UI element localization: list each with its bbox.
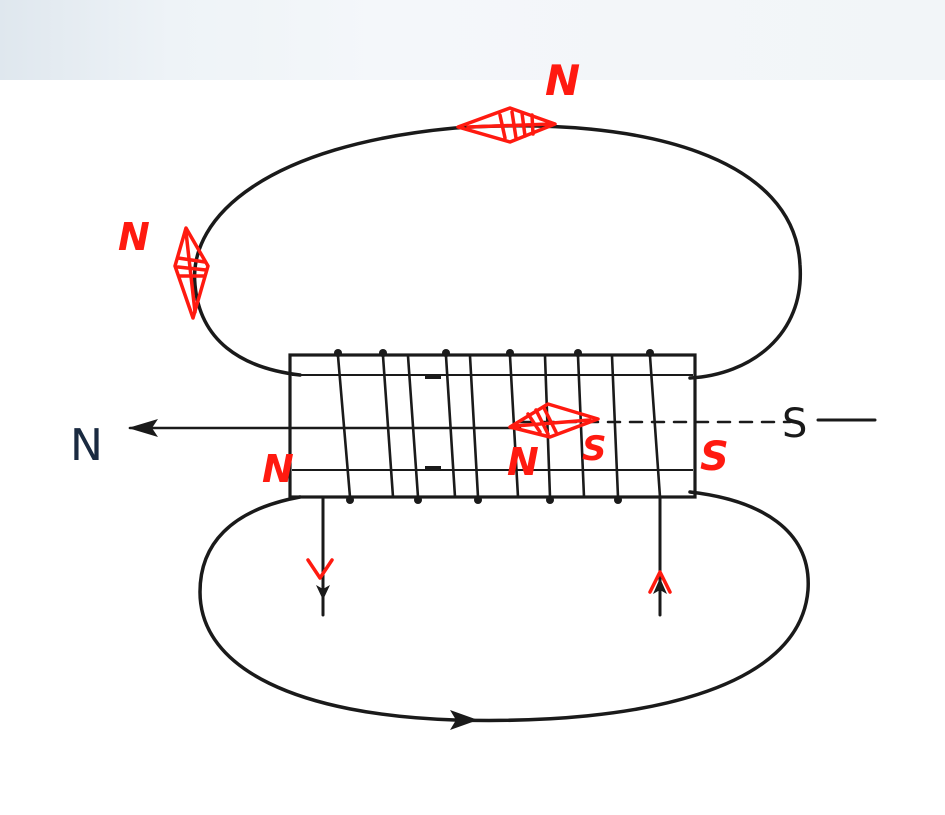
header-shade xyxy=(0,0,945,80)
winding xyxy=(406,354,420,499)
field-arrowheads xyxy=(128,419,667,730)
left-wire-scribble xyxy=(306,558,334,580)
axis-arrowhead-left xyxy=(128,419,158,437)
winding xyxy=(468,354,480,499)
red-annotation-labels: N N N N S S xyxy=(118,56,729,491)
compass-needle-left-hatch xyxy=(176,230,208,314)
inner-compass-south-label: S xyxy=(582,429,607,469)
coil-left-end-label: N xyxy=(262,447,294,491)
winding xyxy=(648,354,662,499)
winding xyxy=(336,354,352,499)
top-compass-label: N xyxy=(545,56,580,105)
left-compass-label: N xyxy=(118,215,150,259)
inner-compass-north-label: N xyxy=(507,440,539,484)
lower-field-loop xyxy=(198,490,810,723)
coil-windings xyxy=(336,354,662,499)
compass-needle-left xyxy=(173,226,210,320)
winding xyxy=(381,354,395,499)
winding xyxy=(444,354,457,499)
solenoid-core xyxy=(288,353,697,499)
coil-right-end-label: S xyxy=(700,434,729,480)
right-wire-arrowhead xyxy=(653,578,667,594)
pole-label-right: S xyxy=(782,401,807,447)
compass-needle-top-hatch xyxy=(466,110,554,140)
pole-label-left: N xyxy=(70,420,103,471)
winding xyxy=(610,354,620,499)
red-annotations xyxy=(173,106,672,594)
solenoid xyxy=(288,353,697,499)
field-lines xyxy=(128,124,877,723)
compass-needle-top xyxy=(456,106,557,144)
left-wire-arrowhead xyxy=(316,585,330,600)
bottom-loop-arrowhead xyxy=(450,710,478,730)
right-wire-scribble xyxy=(648,570,672,594)
upper-field-loop xyxy=(192,124,802,380)
compass-needle-inner-hatch xyxy=(513,406,592,436)
winding-bumps xyxy=(334,349,654,504)
winding xyxy=(543,354,552,499)
